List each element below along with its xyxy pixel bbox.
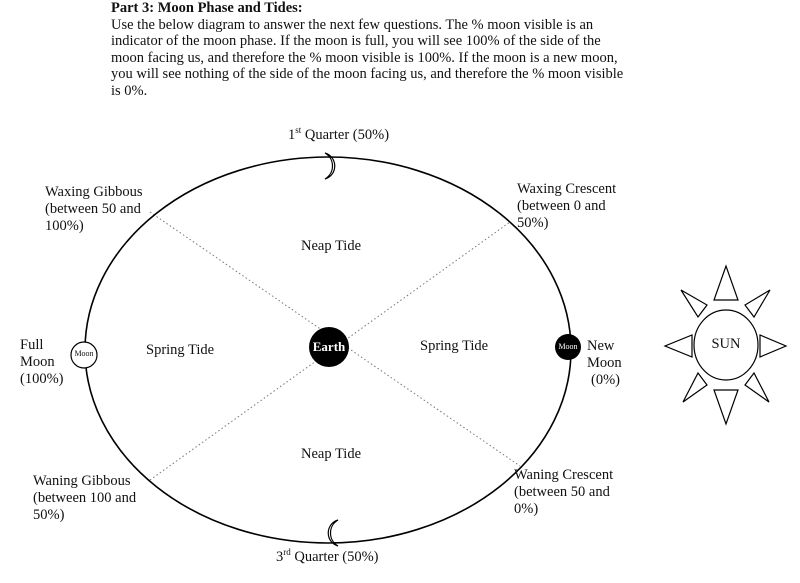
- phase-line: (between 100 and: [33, 490, 137, 506]
- phase-line: Full: [20, 337, 44, 353]
- earth-icon: [309, 327, 349, 367]
- phase-line: (between 50 and: [514, 484, 610, 500]
- third-quarter-suffix: rd: [283, 547, 291, 558]
- first-quarter-ordinal: 1: [288, 127, 296, 143]
- first-quarter-suffix: st: [295, 125, 302, 136]
- intro-line: indicator of the moon phase. If the moon…: [111, 33, 601, 49]
- full-moon-disc-label: Moon: [74, 349, 94, 358]
- phase-line: (100%): [20, 371, 64, 387]
- third-quarter-text: Quarter (50%): [290, 549, 379, 565]
- intro-line: you will see nothing of the side of the …: [111, 66, 624, 82]
- waning-gibbous-label: Waning Gibbous (between 100 and 50%): [33, 473, 136, 524]
- phase-line: (0%): [591, 372, 620, 388]
- first-quarter-moon-icon: [324, 152, 336, 180]
- neap-tide-top-label: Neap Tide: [301, 238, 362, 254]
- phase-line: Moon: [587, 355, 622, 371]
- full-moon-icon: [70, 341, 98, 369]
- new-moon-disc-label: Moon: [558, 342, 578, 351]
- phase-line: Waning Gibbous: [33, 473, 131, 489]
- first-quarter-text: Quarter (50%): [301, 127, 390, 143]
- spring-tide-left-label: Spring Tide: [146, 342, 215, 358]
- intro-line: is 0%.: [111, 82, 148, 99]
- spring-tide-right-label: Spring Tide: [420, 338, 489, 354]
- phase-line: Moon: [20, 354, 55, 370]
- waxing-crescent-label: Waxing Crescent (between 0 and 50%): [517, 181, 616, 232]
- third-quarter-ordinal: 3: [276, 549, 284, 565]
- intro-line: Use the below diagram to answer the next…: [111, 16, 594, 33]
- waning-crescent-label: Waning Crescent (between 50 and 0%): [514, 467, 613, 518]
- waxing-gibbous-label: Waxing Gibbous (between 50 and 100%): [45, 184, 143, 235]
- phase-line: 100%): [45, 218, 84, 234]
- phase-line: New: [587, 338, 615, 354]
- phase-line: (between 0 and: [517, 198, 606, 214]
- phase-line: 50%): [517, 215, 549, 231]
- phase-line: 50%): [33, 507, 65, 523]
- intro-line: moon facing us, and therefore the % moon…: [111, 49, 618, 66]
- sun-label: SUN: [711, 336, 741, 352]
- full-moon-label: Full Moon (100%): [20, 337, 64, 388]
- first-quarter-label: 1st Quarter (50%): [288, 125, 390, 144]
- phase-line: (between 50 and: [45, 201, 141, 217]
- earth-label: Earth: [312, 339, 346, 354]
- intro-block: Part 3: Moon Phase and Tides: Use the be…: [111, 0, 691, 99]
- phase-line: Waxing Gibbous: [45, 184, 143, 200]
- phase-line: 0%): [514, 501, 539, 517]
- third-quarter-moon-icon: [327, 519, 339, 547]
- phase-line: Waning Crescent: [514, 467, 614, 483]
- intro-paragraph: Use the below diagram to answer the next…: [111, 17, 691, 100]
- phase-line: Waxing Crescent: [517, 181, 617, 197]
- part-heading: Part 3: Moon Phase and Tides:: [111, 0, 303, 16]
- new-moon-label: New Moon (0%): [587, 338, 622, 389]
- third-quarter-label: 3rd Quarter (50%): [276, 547, 379, 566]
- new-moon-icon: [555, 334, 581, 360]
- sun-icon: [663, 264, 788, 426]
- neap-tide-bottom-label: Neap Tide: [301, 446, 362, 462]
